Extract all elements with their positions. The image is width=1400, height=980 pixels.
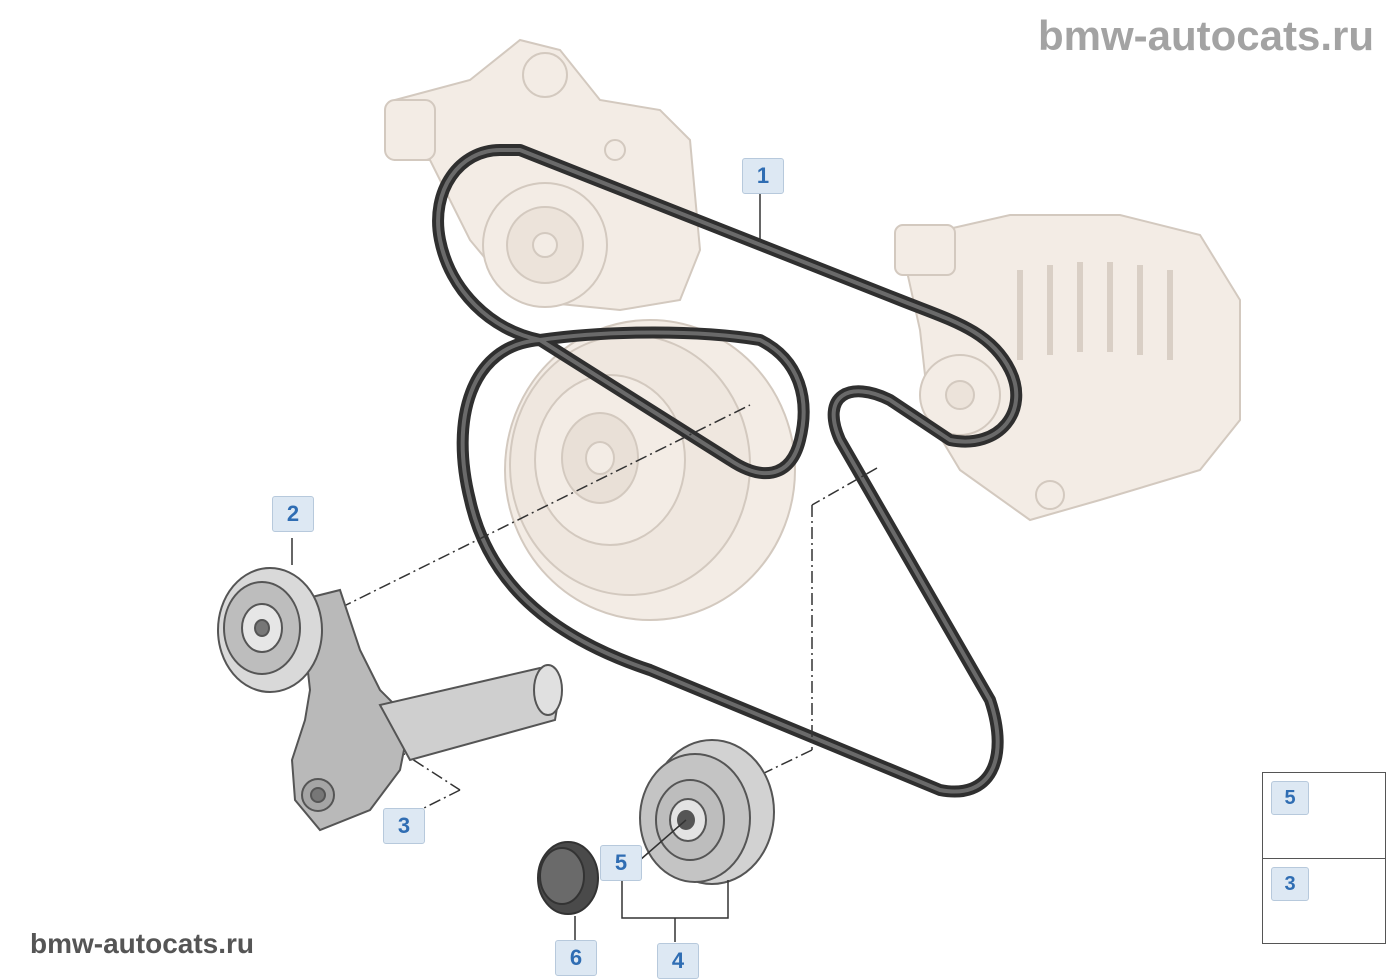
crankshaft-pulley: [504, 319, 796, 621]
fastener-legend: 5 3: [1262, 772, 1386, 944]
callout-belt[interactable]: 1: [742, 158, 784, 194]
leader-lines: [574, 192, 761, 942]
idler-pulley: [639, 739, 775, 885]
legend-row-bolt-5: 5: [1263, 773, 1385, 857]
callout-idler-bolt[interactable]: 5: [600, 845, 642, 881]
dust-cap: [537, 841, 599, 915]
drive-belt: [432, 144, 1023, 798]
callout-idler-pulley[interactable]: 4: [657, 943, 699, 979]
callout-cap[interactable]: 6: [555, 940, 597, 976]
assembly-lines: [339, 404, 878, 816]
belt-tensioner: [217, 538, 563, 832]
alternator: [894, 214, 1241, 522]
watermark-top: bmw-autocats.ru: [1037, 12, 1374, 59]
callout-tensioner[interactable]: 2: [272, 496, 314, 532]
callout-tensioner-bolt[interactable]: 3: [383, 808, 425, 844]
legend-callout-5[interactable]: 5: [1271, 781, 1309, 815]
legend-row-bolt-3: 3: [1263, 858, 1385, 943]
water-pump: [384, 38, 702, 312]
legend-callout-3[interactable]: 3: [1271, 867, 1309, 901]
watermark-bottom: bmw-autocats.ru: [30, 928, 255, 959]
